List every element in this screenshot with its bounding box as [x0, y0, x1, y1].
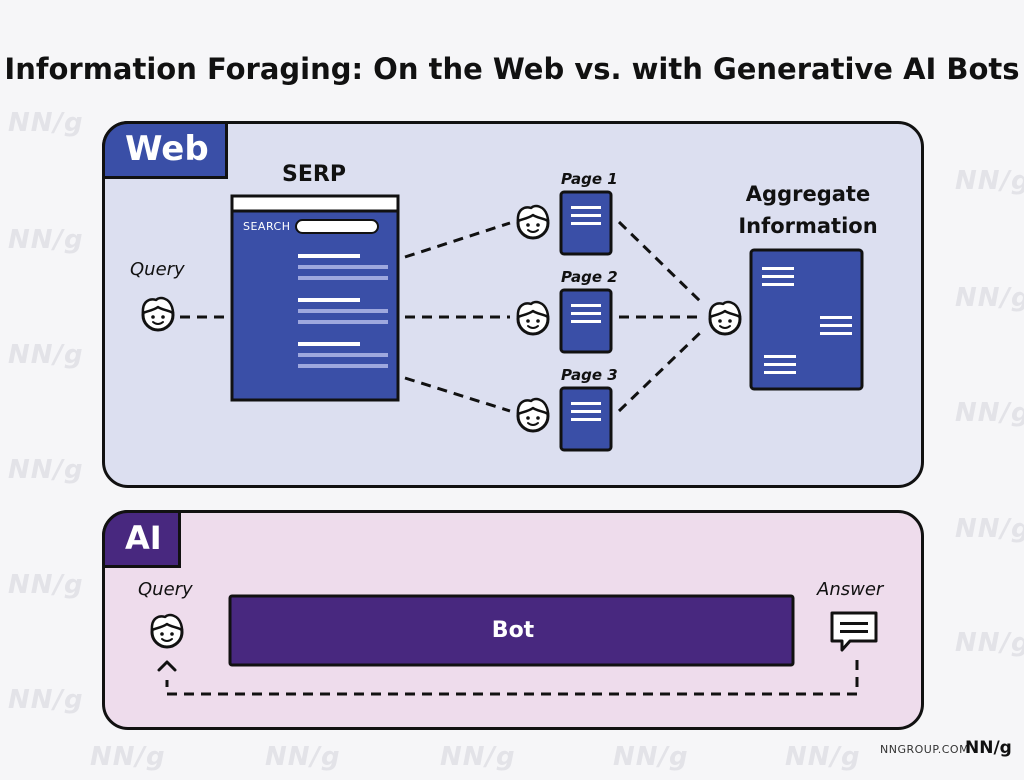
diagram-title: Information Foraging: On the Web vs. wit…	[4, 52, 1020, 86]
nng-logo: NN/g	[965, 738, 1012, 758]
ai-query-label: Query	[138, 579, 193, 600]
web-section-tab: Web	[102, 121, 228, 179]
watermark: NN/g	[8, 455, 84, 485]
serp-result-title	[298, 342, 360, 346]
watermark: NN/g	[265, 742, 341, 772]
page-1-label: Page 1	[561, 170, 618, 188]
serp-result-title	[298, 254, 360, 258]
bot-bar	[228, 594, 795, 667]
serp-result-snippet	[298, 353, 388, 357]
watermark: NN/g	[440, 742, 516, 772]
watermark: NN/g	[8, 340, 84, 370]
watermark: NN/g	[955, 283, 1024, 313]
serp-window	[230, 194, 400, 402]
serp-result-snippet	[298, 320, 388, 324]
watermark: NN/g	[8, 225, 84, 255]
watermark: NN/g	[8, 685, 84, 715]
watermark: NN/g	[785, 742, 861, 772]
serp-result-title	[298, 298, 360, 302]
page-1-user-icon	[516, 204, 550, 240]
answer-label: Answer	[817, 579, 884, 600]
watermark: NN/g	[955, 628, 1024, 658]
aggregate-information-label: Aggregate Information	[738, 182, 878, 238]
aggregator-user-icon	[708, 300, 742, 336]
serp-search-box	[295, 219, 379, 234]
ai-section-tab: AI	[102, 510, 181, 568]
web-query-label: Query	[130, 259, 185, 280]
page-2-user-icon	[516, 300, 550, 336]
serp-result-snippet	[298, 309, 388, 313]
serp-result-snippet	[298, 276, 388, 280]
arrow-up-icon	[157, 660, 177, 672]
watermark: NN/g	[955, 166, 1024, 196]
page-3-document	[559, 386, 613, 452]
aggregate-document	[749, 248, 864, 391]
ai-query-user-icon	[150, 613, 184, 649]
serp-result-snippet	[298, 265, 388, 269]
watermark: NN/g	[955, 398, 1024, 428]
page1-to-aggregator-connector	[617, 220, 705, 306]
watermark: NN/g	[90, 742, 166, 772]
serp-label: SERP	[282, 162, 346, 187]
speech-bubble-icon	[830, 611, 878, 652]
watermark: NN/g	[8, 108, 84, 138]
page-2-document	[559, 288, 613, 354]
page-3-label: Page 3	[561, 366, 618, 384]
watermark: NN/g	[955, 514, 1024, 544]
answer-to-query-connector	[165, 660, 859, 696]
web-query-user-icon	[141, 296, 175, 332]
serp-to-page1-connector	[404, 221, 511, 259]
page-2-label: Page 2	[561, 268, 618, 286]
page-1-document	[559, 190, 613, 256]
search-label: SEARCH	[243, 220, 291, 233]
bot-label: Bot	[491, 618, 535, 643]
serp-to-page3-connector	[404, 376, 511, 413]
page-3-user-icon	[516, 397, 550, 433]
serp-result-snippet	[298, 364, 388, 368]
watermark: NN/g	[8, 570, 84, 600]
watermark: NN/g	[613, 742, 689, 772]
footer-site: NNGROUP.COM	[880, 743, 970, 756]
page3-to-aggregator-connector	[617, 328, 705, 413]
